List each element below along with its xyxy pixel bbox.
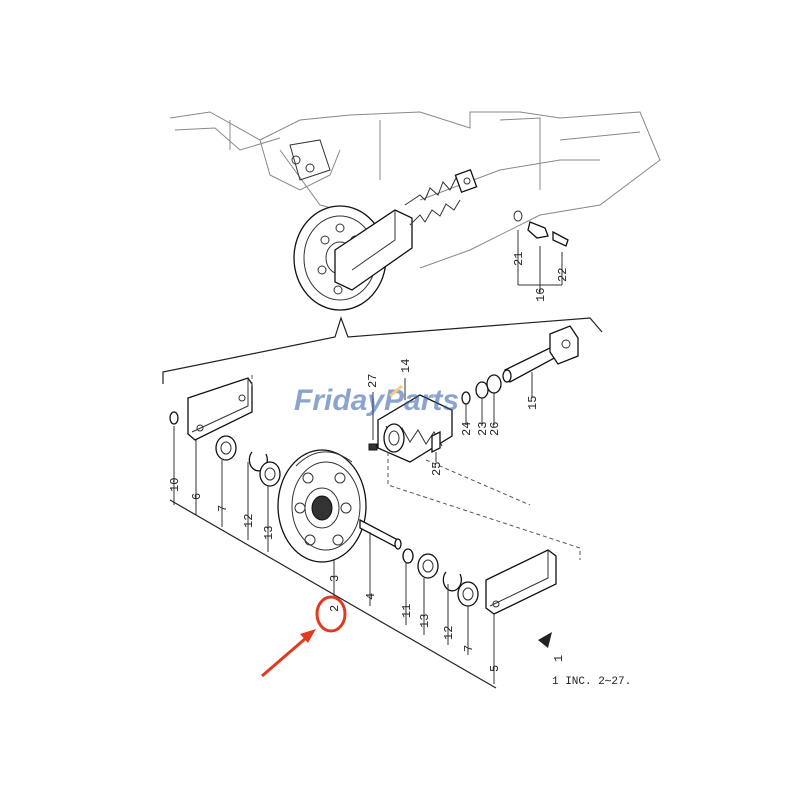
part-26-ring [486, 374, 502, 394]
part-5-guard-plate [485, 549, 557, 615]
highlight-circle [315, 595, 347, 633]
callout-11: 11 [400, 604, 414, 618]
leader-lines [173, 372, 533, 684]
callout-12-right: 12 [442, 626, 456, 640]
callout-13-left: 13 [262, 526, 276, 540]
pointer-arrow-head [300, 629, 316, 643]
callout-6: 6 [190, 493, 204, 500]
callout-7-left: 7 [216, 505, 230, 512]
callout-10: 10 [168, 478, 182, 492]
callout-25: 25 [430, 462, 444, 476]
highlight-annotation [261, 595, 347, 678]
part-7-bushing-right [457, 581, 479, 607]
part-10-o-ring [169, 411, 179, 425]
assembly-guide-lines [251, 375, 581, 560]
callout-12-left: 12 [242, 514, 256, 528]
part-3-idler-wheel [277, 449, 367, 563]
callout-27: 27 [366, 374, 380, 388]
part-24-ring [461, 391, 471, 405]
callout-7-right: 7 [462, 645, 476, 652]
callout-5: 5 [488, 665, 502, 672]
svg-text:FridayParts: FridayParts [294, 384, 459, 417]
assembled-idler-wheel [293, 168, 478, 311]
part-7-bushing-left [215, 435, 237, 461]
callout-4: 4 [364, 593, 378, 600]
part-27-plug [368, 392, 378, 451]
callout-22: 22 [556, 268, 570, 282]
part-6-guard-plate [187, 377, 253, 441]
part-4-shaft [359, 518, 402, 550]
part-15-rod [502, 325, 579, 383]
grease-fitting-group [513, 210, 569, 292]
exploded-view-frame [162, 316, 603, 384]
part-23-ring [475, 381, 489, 399]
callout-2: 2 [328, 605, 342, 612]
brand-watermark: FridayParts [294, 384, 459, 417]
callout-24: 24 [460, 422, 474, 436]
part-25-bolt [431, 430, 441, 454]
part-11-o-ring-right [402, 548, 414, 564]
callout-3: 3 [328, 575, 342, 582]
watermark-brand-part2: Parts [384, 384, 459, 417]
part-13-seal-left [259, 461, 281, 487]
callout-14: 14 [399, 359, 413, 373]
includes-note: 1 INC. 2∼27. [552, 676, 631, 688]
callout-baseline [169, 499, 497, 689]
callout-23: 23 [476, 422, 490, 436]
callout-26: 26 [488, 422, 502, 436]
watermark-brand-part1: Friday [294, 384, 385, 417]
callout-15: 15 [526, 396, 540, 410]
callout-1: 1 [552, 655, 566, 662]
part-13-seal-right [417, 553, 439, 579]
callout-16: 16 [534, 288, 548, 302]
callout-labels: 10 6 7 12 13 3 2 4 11 13 12 7 5 14 27 25… [168, 252, 570, 672]
pointer-arrow-shaft [261, 636, 307, 678]
callout-21: 21 [512, 252, 526, 266]
callout-13-right: 13 [418, 614, 432, 628]
assembly-indicator [538, 632, 552, 648]
track-frame-background [169, 111, 661, 269]
